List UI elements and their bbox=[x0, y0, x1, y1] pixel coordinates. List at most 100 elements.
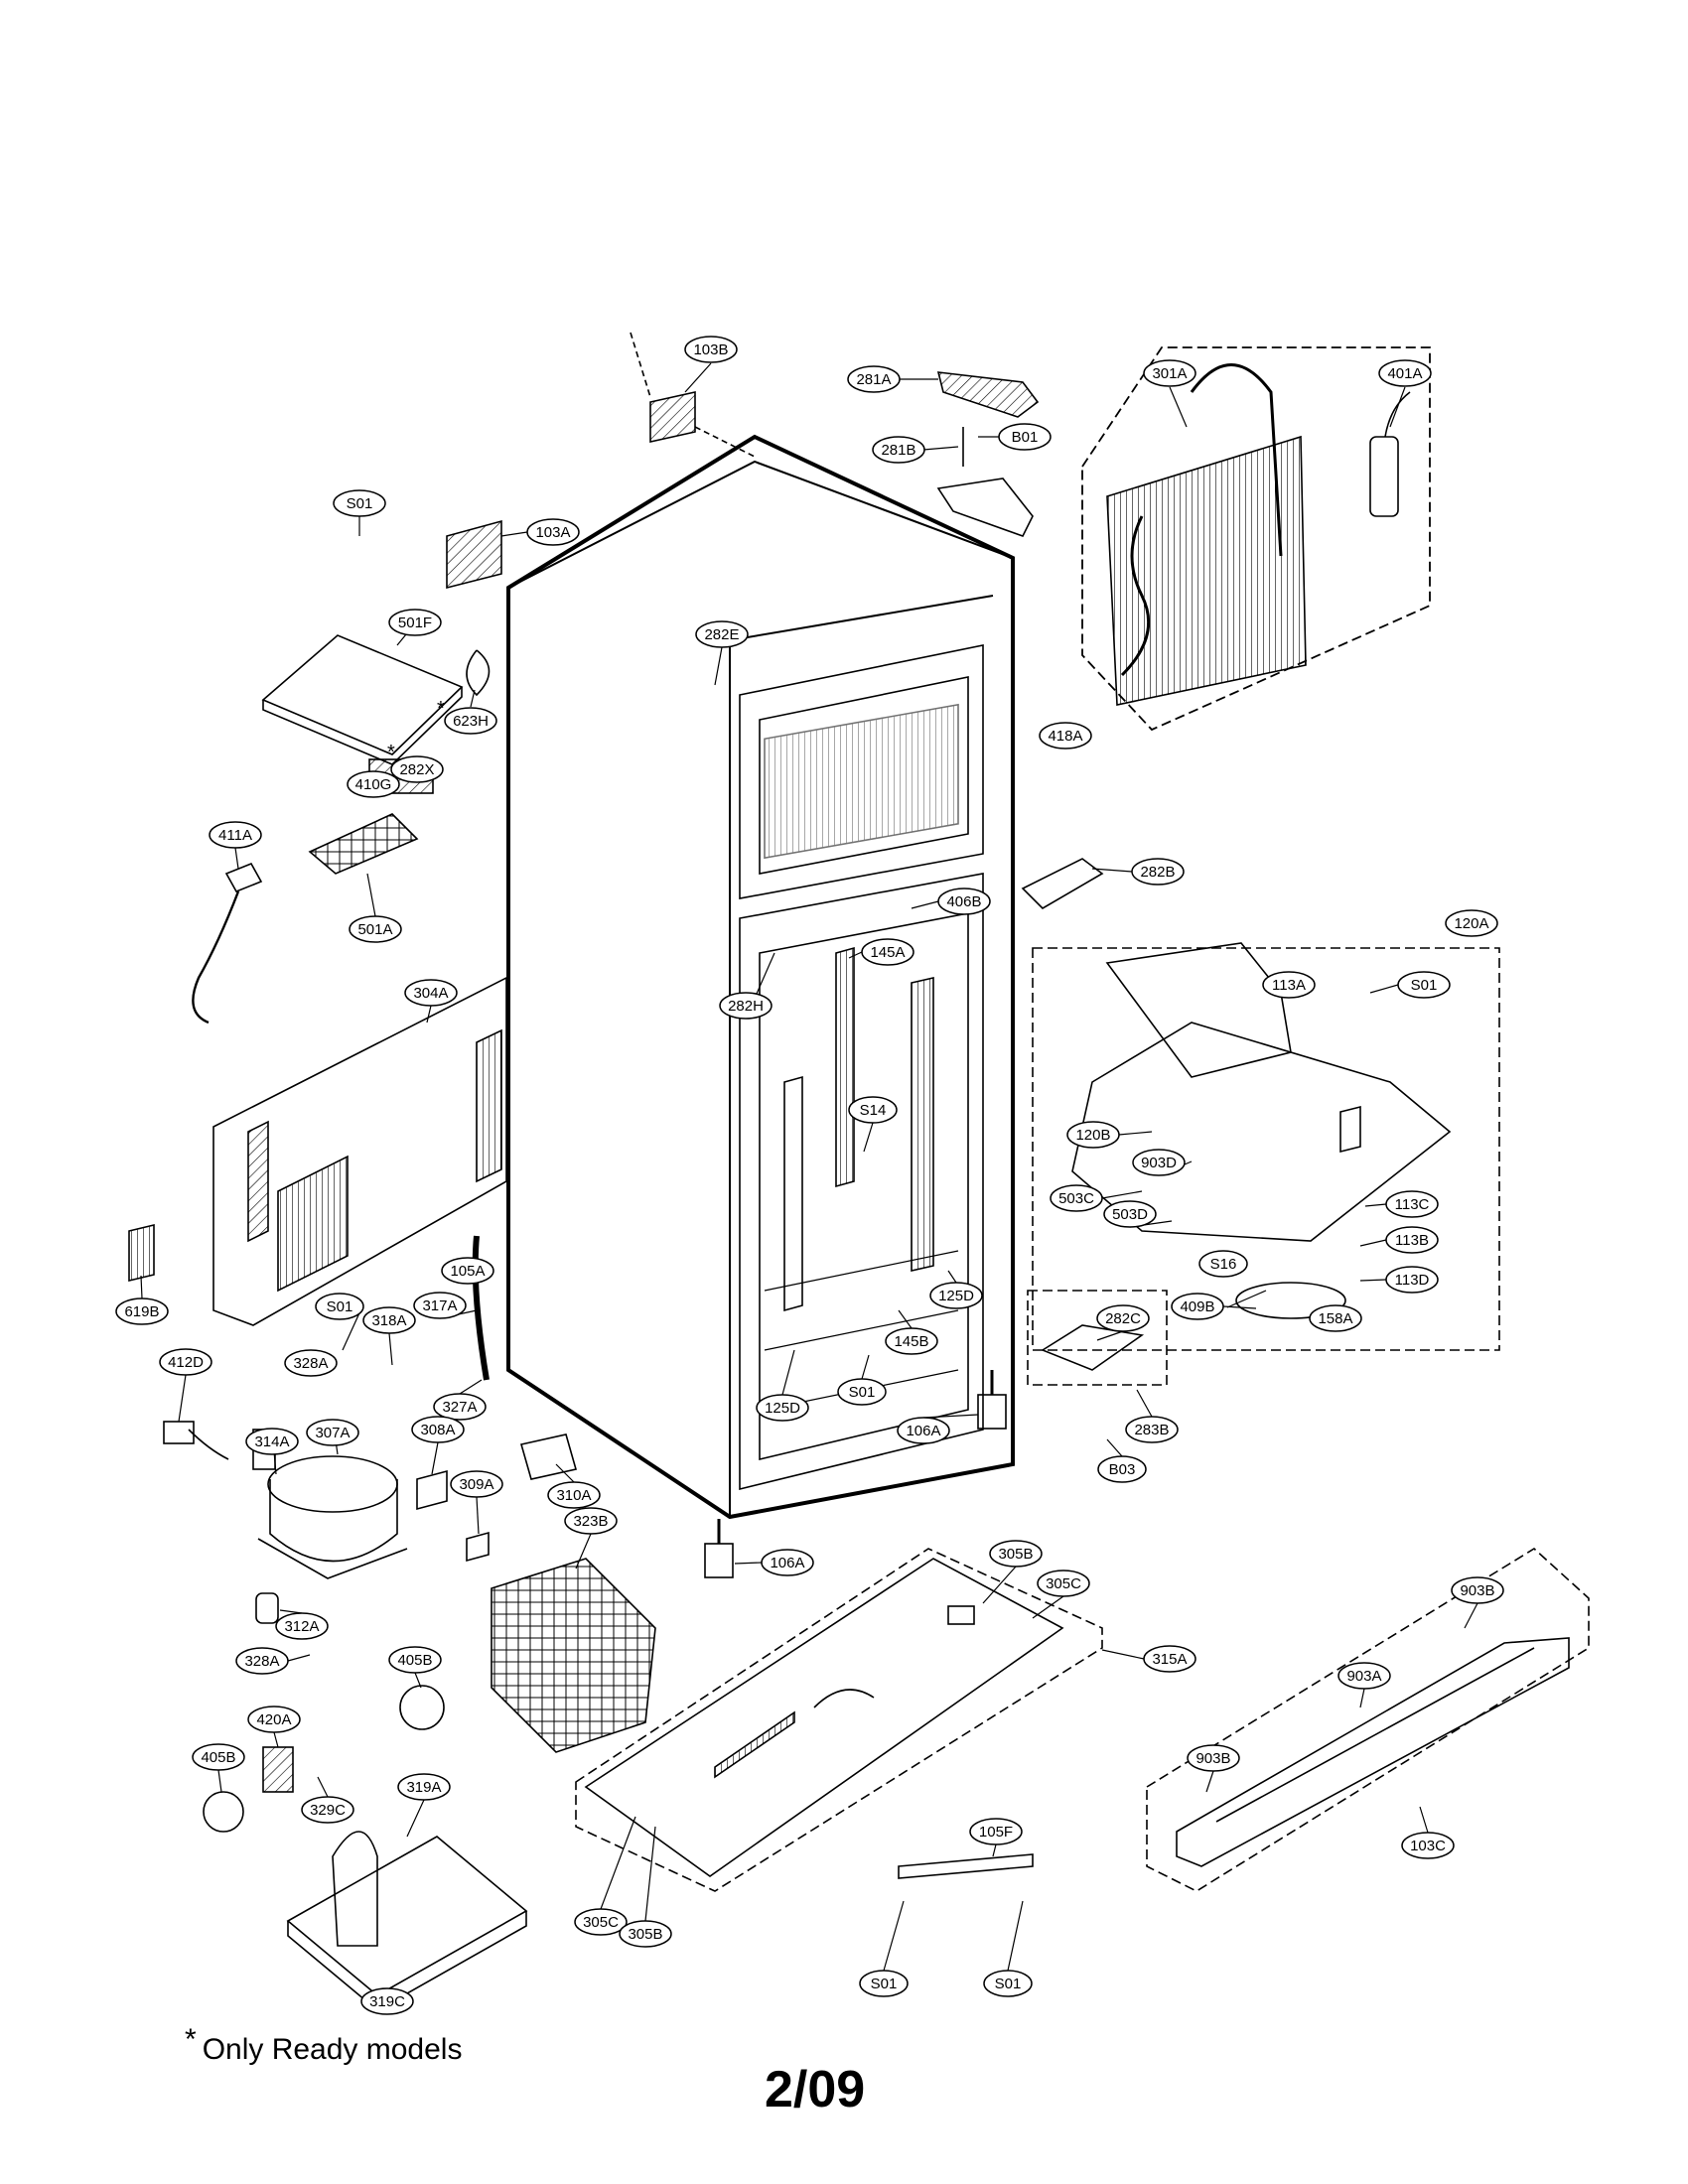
label-314A: 314A bbox=[254, 1433, 289, 1450]
label-281B: 281B bbox=[881, 442, 915, 459]
label-106A-right: 106A bbox=[906, 1423, 940, 1439]
lower-hinge bbox=[1027, 1290, 1168, 1386]
label-113C: 113C bbox=[1395, 1196, 1430, 1213]
label-282X: 282X bbox=[399, 761, 434, 778]
rear-brackets bbox=[446, 332, 756, 590]
label-125D-left: 125D bbox=[765, 1400, 800, 1417]
mid-hinge bbox=[1021, 858, 1104, 910]
label-501F: 501F bbox=[398, 614, 432, 631]
label-103B: 103B bbox=[693, 341, 728, 358]
label-903B-top: 903B bbox=[1460, 1582, 1494, 1599]
label-S01-113: S01 bbox=[1411, 977, 1438, 994]
label-501A: 501A bbox=[357, 921, 392, 938]
leveling-feet bbox=[704, 1370, 1007, 1578]
label-105F: 105F bbox=[979, 1824, 1013, 1841]
label-158A: 158A bbox=[1318, 1310, 1352, 1327]
footnote-text: Only Ready models bbox=[202, 2033, 463, 2066]
label-145A: 145A bbox=[870, 944, 905, 961]
label-113A: 113A bbox=[1272, 977, 1306, 994]
label-113D: 113D bbox=[1395, 1272, 1430, 1289]
drain-tray bbox=[286, 1831, 528, 2011]
label-106A-bottom: 106A bbox=[770, 1555, 804, 1571]
label-305B-top: 305B bbox=[998, 1546, 1033, 1563]
label-281A: 281A bbox=[856, 371, 891, 388]
label-B01: B01 bbox=[1012, 429, 1039, 446]
footnote-marker: * bbox=[185, 2023, 197, 2056]
label-410G: 410G bbox=[355, 776, 392, 793]
shelf-rails bbox=[783, 946, 934, 1312]
compressor bbox=[252, 1429, 408, 1624]
callout-bubbles bbox=[115, 336, 1504, 2015]
condenser-coil bbox=[491, 1558, 656, 1753]
label-503C: 503C bbox=[1058, 1190, 1094, 1207]
leader-lines bbox=[140, 362, 1478, 2006]
label-307A: 307A bbox=[315, 1425, 350, 1441]
label-405B-left: 405B bbox=[201, 1749, 235, 1766]
label-282C: 282C bbox=[1105, 1310, 1141, 1327]
front-grille bbox=[1146, 1548, 1590, 1892]
label-903D: 903D bbox=[1141, 1155, 1177, 1171]
label-B03: B03 bbox=[1109, 1461, 1136, 1478]
label-S14: S14 bbox=[860, 1102, 887, 1119]
label-623H: 623H bbox=[453, 713, 489, 730]
top-hinge bbox=[936, 371, 1040, 537]
label-329C: 329C bbox=[310, 1802, 346, 1819]
back-cover bbox=[212, 976, 507, 1326]
label-903B-bottom: 903B bbox=[1196, 1750, 1230, 1767]
label-318A: 318A bbox=[371, 1312, 406, 1329]
footnote: *Only Ready models bbox=[185, 2023, 463, 2067]
label-315A: 315A bbox=[1152, 1651, 1187, 1668]
label-305C-bottom: 305C bbox=[583, 1914, 619, 1931]
label-S01-bot: S01 bbox=[849, 1384, 876, 1401]
label-125D-right: 125D bbox=[938, 1288, 974, 1304]
label-319A: 319A bbox=[406, 1779, 441, 1796]
page-number: 2/09 bbox=[765, 2061, 866, 2118]
cabinet-body bbox=[506, 434, 1015, 1520]
asterisk-markers: * * bbox=[387, 698, 445, 763]
label-103C: 103C bbox=[1410, 1838, 1446, 1854]
label-283B: 283B bbox=[1134, 1422, 1169, 1438]
pcb-cover bbox=[261, 634, 491, 875]
fan-parts bbox=[203, 1685, 445, 1833]
ice-maker-box bbox=[1032, 942, 1500, 1351]
label-S01-left: S01 bbox=[871, 1976, 898, 1992]
label-319C: 319C bbox=[369, 1993, 405, 2010]
label-305B-bottom: 305B bbox=[628, 1926, 662, 1943]
label-323B: 323B bbox=[573, 1513, 608, 1530]
label-S01-right: S01 bbox=[995, 1976, 1022, 1992]
evaporator-box bbox=[1081, 346, 1431, 732]
label-310A: 310A bbox=[556, 1487, 591, 1504]
label-412D: 412D bbox=[168, 1354, 204, 1371]
label-903A: 903A bbox=[1346, 1668, 1381, 1685]
label-145B: 145B bbox=[894, 1333, 928, 1350]
callout-labels: 103B 281A 301A 401A 281B B01 S01 103A 50… bbox=[124, 341, 1494, 2010]
label-312A: 312A bbox=[284, 1618, 319, 1635]
label-409B: 409B bbox=[1180, 1298, 1214, 1315]
label-120A: 120A bbox=[1454, 915, 1488, 932]
label-420A: 420A bbox=[256, 1711, 291, 1728]
label-105A: 105A bbox=[450, 1263, 485, 1280]
label-401A: 401A bbox=[1387, 365, 1422, 382]
label-S01-mid: S01 bbox=[327, 1298, 353, 1315]
label-282E: 282E bbox=[704, 626, 739, 643]
base-plate bbox=[575, 1548, 1103, 1892]
label-405B-top: 405B bbox=[397, 1652, 432, 1669]
clip-619b bbox=[128, 1223, 155, 1283]
label-S16: S16 bbox=[1210, 1256, 1237, 1273]
label-418A: 418A bbox=[1048, 728, 1082, 745]
label-406B: 406B bbox=[946, 893, 981, 910]
asterisk-282x: * bbox=[387, 742, 395, 763]
asterisk-623h: * bbox=[437, 698, 445, 720]
label-120B: 120B bbox=[1075, 1127, 1110, 1144]
drain-hose bbox=[472, 1235, 490, 1381]
label-282H: 282H bbox=[728, 998, 764, 1015]
label-327A: 327A bbox=[442, 1399, 477, 1416]
label-317A: 317A bbox=[422, 1297, 457, 1314]
label-619B: 619B bbox=[124, 1303, 159, 1320]
label-308A: 308A bbox=[420, 1422, 455, 1438]
label-301A: 301A bbox=[1152, 365, 1187, 382]
label-503D: 503D bbox=[1112, 1206, 1148, 1223]
power-cord bbox=[192, 862, 263, 1024]
label-309A: 309A bbox=[459, 1476, 493, 1493]
